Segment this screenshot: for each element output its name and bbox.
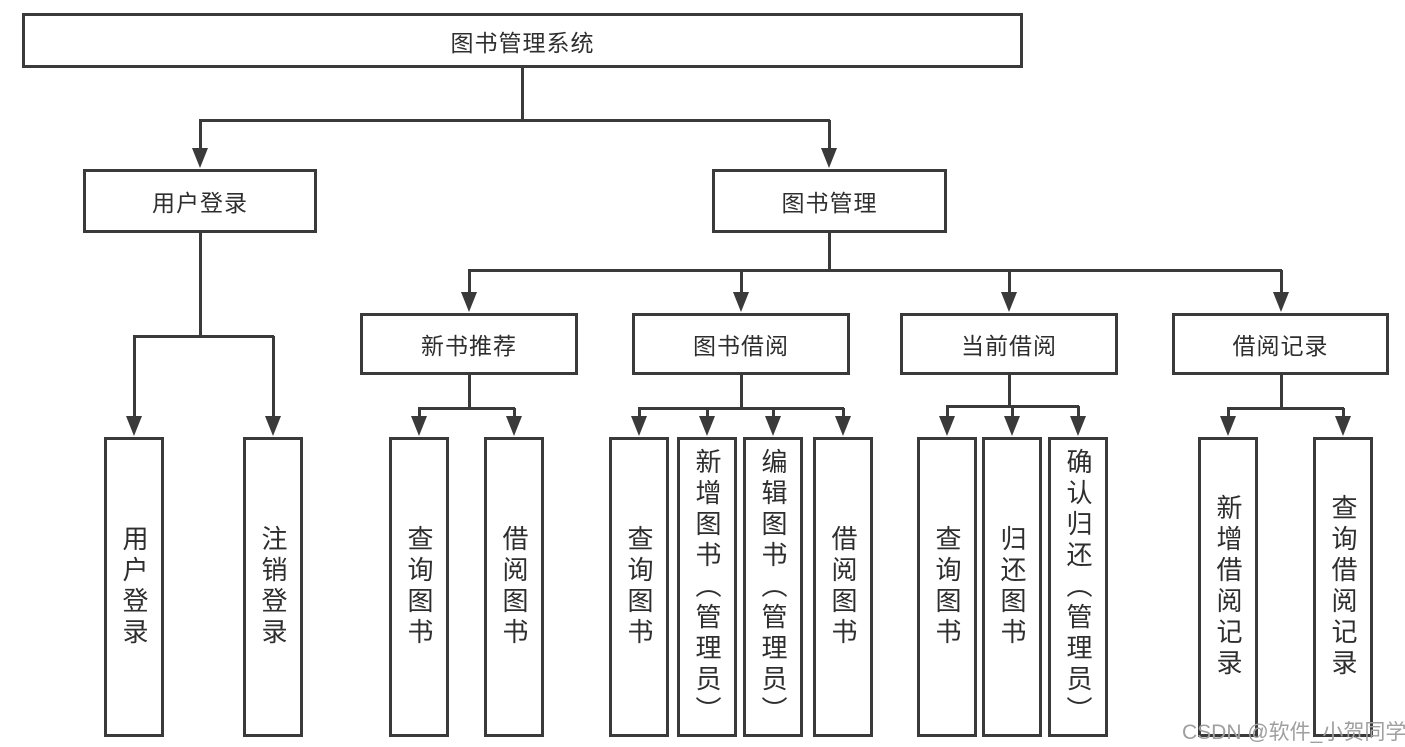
leaf-query-borrow-record: 查询借阅记录 [1313, 437, 1373, 737]
down-arrowhead-icon [126, 416, 142, 436]
connector-line-vertical [520, 68, 524, 121]
down-arrowhead-icon [411, 416, 427, 436]
leaf-add-borrow-record: 新增借阅记录 [1198, 437, 1258, 737]
node-label: 用户登录 [152, 190, 248, 216]
connector-line-vertical [827, 233, 831, 271]
leaf-label: 注销登录 [258, 525, 288, 649]
node-label: 图书管理 [781, 190, 878, 216]
connector-line-vertical [467, 375, 471, 409]
down-arrowhead-icon [631, 416, 647, 436]
connector-arrow-shaft [198, 120, 202, 160]
connector-arrow-shaft [739, 270, 743, 304]
connector-arrow-shaft [827, 120, 831, 160]
leaf-label: 查询图书 [624, 525, 654, 649]
leaf-label: 查询图书 [404, 525, 434, 649]
down-arrowhead-icon [1335, 416, 1351, 436]
down-arrowhead-icon [765, 416, 781, 436]
down-arrowhead-icon [939, 416, 955, 436]
leaf-return-book: 归还图书 [982, 437, 1042, 737]
node-user-login: 用户登录 [83, 169, 317, 233]
connector-arrow-shaft [467, 270, 471, 304]
connector-line-horizontal [1227, 406, 1344, 410]
down-arrowhead-icon [1001, 292, 1017, 312]
leaf-user-login: 用户登录 [104, 437, 164, 737]
connector-line-vertical [739, 375, 743, 409]
down-arrowhead-icon [506, 416, 522, 436]
connector-line-vertical [1007, 375, 1011, 407]
leaf-edit-book-admin: 编辑图书（管理员） [743, 437, 803, 737]
leaf-add-book-admin: 新增图书（管理员） [677, 437, 737, 737]
node-label: 新书推荐 [421, 333, 517, 359]
node-label: 借阅记录 [1232, 333, 1329, 359]
leaf-logout: 注销登录 [243, 437, 303, 737]
connector-line-vertical [198, 233, 202, 337]
down-arrowhead-icon [1273, 292, 1289, 312]
down-arrowhead-icon [733, 292, 749, 312]
down-arrowhead-icon [699, 416, 715, 436]
connector-arrow-shaft [271, 336, 275, 428]
node-borrow-record: 借阅记录 [1172, 313, 1389, 375]
node-label: 图书借阅 [693, 333, 789, 359]
connector-line-horizontal [418, 406, 515, 410]
down-arrowhead-icon [1070, 416, 1086, 436]
leaf-label: 查询图书 [932, 525, 962, 649]
connector-arrow-shaft [132, 336, 136, 428]
connector-line-horizontal [468, 268, 1282, 272]
node-new-book-recommend: 新书推荐 [360, 313, 578, 375]
down-arrowhead-icon [461, 292, 477, 312]
leaf-query-book-newrec: 查询图书 [389, 437, 449, 737]
leaf-label: 查询借阅记录 [1328, 494, 1358, 680]
leaf-label: 新增借阅记录 [1213, 494, 1243, 680]
connector-line-horizontal [638, 406, 844, 410]
connector-line-horizontal [199, 118, 830, 122]
leaf-label: 新增图书（管理员） [692, 447, 722, 727]
node-label: 当前借阅 [961, 333, 1057, 359]
down-arrowhead-icon [1004, 416, 1020, 436]
leaf-confirm-return-admin: 确认归还（管理员） [1048, 437, 1108, 737]
leaf-label: 归还图书 [997, 525, 1027, 649]
leaf-query-book-borrow: 查询图书 [609, 437, 669, 737]
leaf-label: 用户登录 [119, 525, 149, 649]
leaf-borrow-book: 借阅图书 [813, 437, 873, 737]
csdn-watermark: CSDN @软件_小贺同学 [1182, 721, 1405, 744]
leaf-label: 确认归还（管理员） [1063, 447, 1093, 727]
leaf-label: 借阅图书 [828, 525, 858, 649]
down-arrowhead-icon [265, 416, 281, 436]
node-book-borrow: 图书借阅 [632, 313, 850, 375]
node-book-management: 图书管理 [712, 169, 947, 233]
node-book-management-system: 图书管理系统 [22, 13, 1023, 68]
leaf-query-book-current: 查询图书 [917, 437, 977, 737]
connector-line-horizontal [133, 334, 274, 338]
connector-line-vertical [1279, 375, 1283, 409]
down-arrowhead-icon [1220, 416, 1236, 436]
down-arrowhead-icon [835, 416, 851, 436]
node-label: 图书管理系统 [450, 29, 595, 56]
leaf-label: 借阅图书 [499, 525, 529, 649]
node-current-borrow: 当前借阅 [900, 313, 1118, 375]
leaf-label: 编辑图书（管理员） [758, 447, 788, 727]
down-arrowhead-icon [821, 148, 837, 168]
down-arrowhead-icon [192, 148, 208, 168]
connector-arrow-shaft [1007, 270, 1011, 304]
connector-arrow-shaft [1279, 270, 1283, 304]
leaf-borrow-book-newrec: 借阅图书 [484, 437, 544, 737]
